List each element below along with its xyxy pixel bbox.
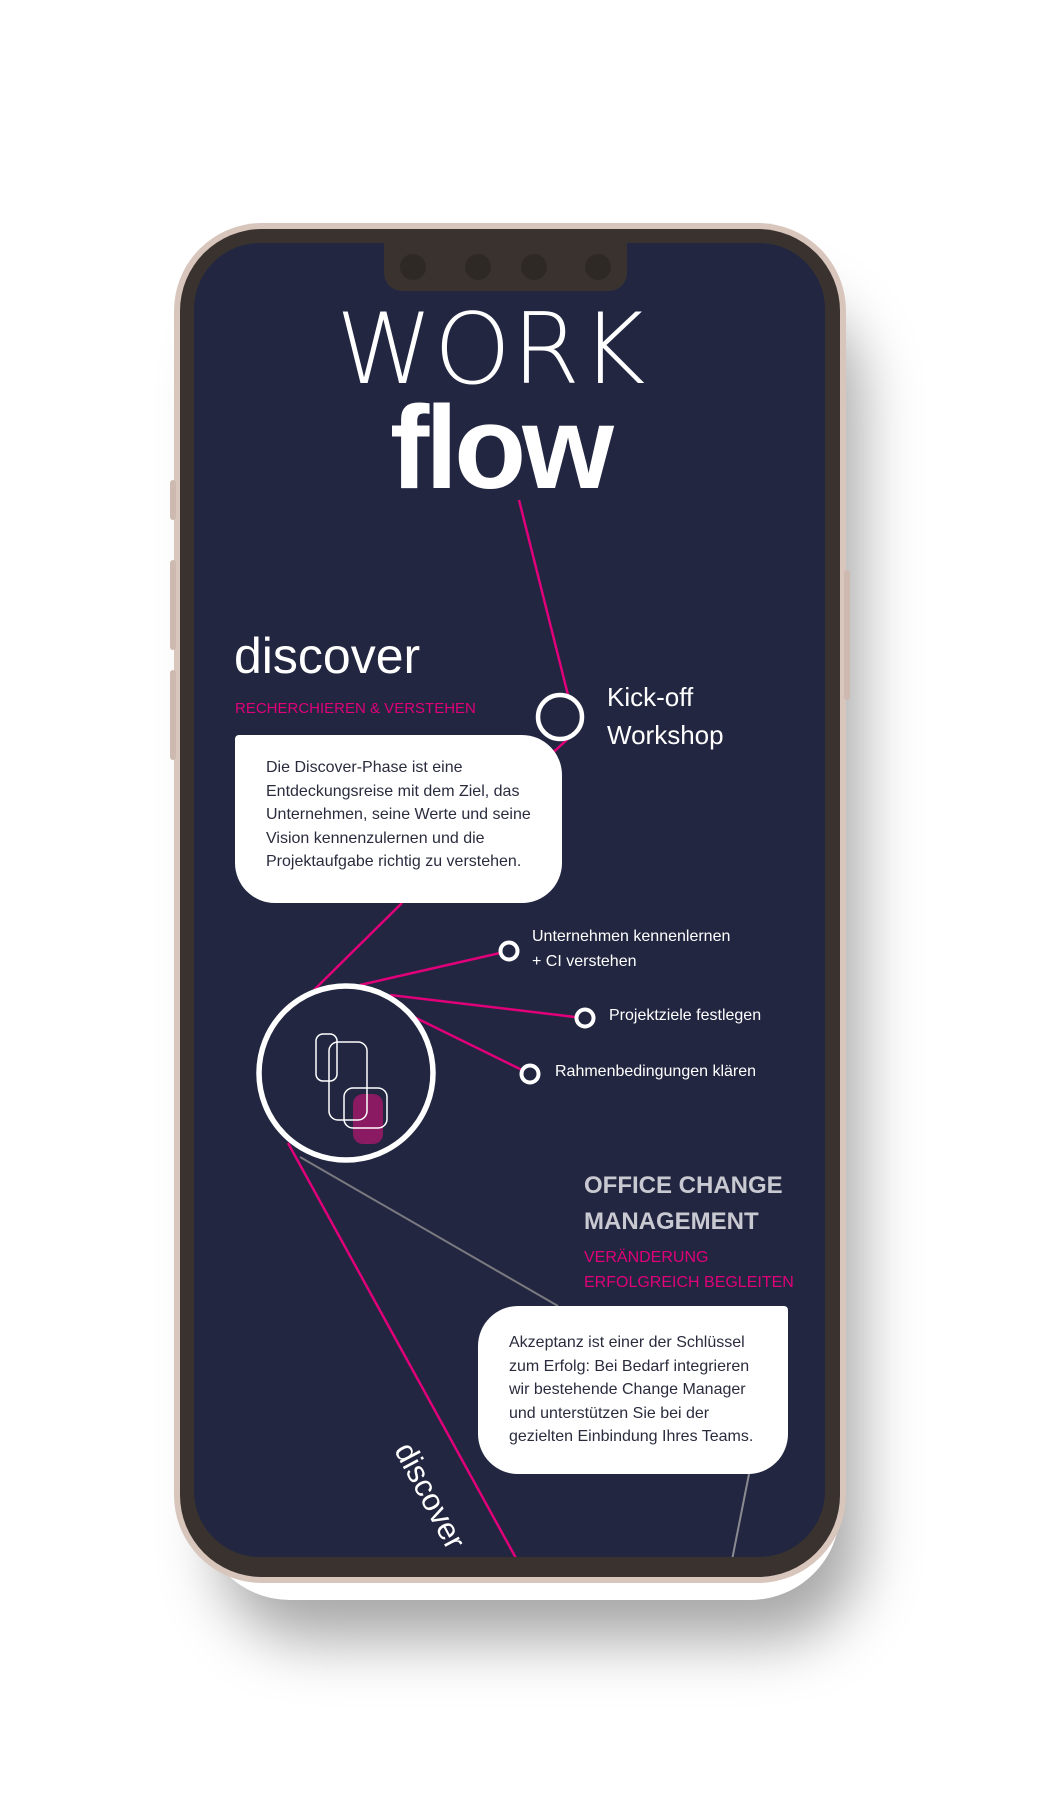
- discover-icon: [315, 1033, 388, 1144]
- office-change-subtitle: VERÄNDERUNG ERFOLGREICH BEGLEITEN: [584, 1245, 794, 1295]
- connector-step-2: [389, 993, 576, 1019]
- kickoff-milestone-circle: [535, 692, 585, 742]
- connector-hub-office: [299, 1156, 559, 1307]
- description-line: wir bestehende Change Manager: [509, 1381, 746, 1398]
- connector-step-3: [409, 1013, 523, 1072]
- step-3-label: Rahmenbedingungen klären: [555, 1063, 757, 1080]
- volume-up-button: [170, 560, 176, 650]
- step-2-label: Projektziele festlegen: [609, 1007, 762, 1024]
- step-2-dot: [574, 1007, 596, 1029]
- connector-step-1: [359, 951, 501, 987]
- camera-icon: [400, 254, 426, 280]
- office-change-heading: OFFICE CHANGE MANAGEMENT: [584, 1168, 783, 1240]
- description-line: Projektaufgabe richtig zu verstehen.: [266, 853, 522, 870]
- discover-hub-circle: [256, 983, 436, 1163]
- description-line: Die Discover-Phase ist eine: [266, 759, 463, 776]
- discover-subtitle: RECHERCHIEREN & VERSTEHEN: [235, 700, 476, 717]
- discover-description-card: Die Discover-Phase ist eine Entdeckungsr…: [235, 735, 562, 903]
- sensor-icon: [465, 254, 491, 280]
- title-work: WORK: [336, 293, 647, 407]
- office-heading-line-2: MANAGEMENT: [584, 1208, 759, 1235]
- description-line: und unterstützen Sie bei der: [509, 1404, 710, 1422]
- kickoff-label: Kick-off Workshop: [607, 678, 724, 754]
- connector-phase-line: [286, 1142, 519, 1557]
- step-1-line-1: Unternehmen kennenlernen: [532, 928, 731, 945]
- kickoff-line-1: Kick-off: [607, 682, 694, 712]
- kickoff-line-2: Workshop: [607, 720, 724, 750]
- volume-down-button: [170, 670, 176, 760]
- connector-box-hub: [313, 902, 403, 991]
- office-subtitle-line-2: ERFOLGREICH BEGLEITEN: [584, 1274, 794, 1291]
- office-heading-line-1: OFFICE CHANGE: [584, 1172, 783, 1199]
- step-1-label: Unternehmen kennenlernen + CI verstehen: [532, 924, 730, 974]
- office-change-description-card: Akzeptanz ist einer der Schlüssel zum Er…: [478, 1306, 788, 1474]
- step-1-dot: [498, 940, 520, 962]
- step-1-line-2: + CI verstehen: [532, 953, 637, 970]
- connector-office-down: [731, 1473, 750, 1557]
- office-subtitle-line-1: VERÄNDERUNG: [584, 1249, 709, 1266]
- side-button: [170, 480, 176, 520]
- description-line: zum Erfolg: Bei Bedarf integrieren: [509, 1357, 750, 1375]
- sensor-icon: [521, 254, 547, 280]
- description-line: Akzeptanz ist einer der Schlüssel: [509, 1334, 745, 1351]
- connector-title-kickoff: [517, 499, 570, 696]
- sensor-icon: [585, 254, 611, 280]
- discover-heading: discover: [234, 628, 421, 684]
- description-line: Unternehmen, seine Werte und seine: [266, 806, 531, 823]
- description-line: gezielten Einbindung Ihres Teams.: [509, 1428, 754, 1445]
- description-line: Entdeckungsreise mit dem Ziel, das: [266, 782, 520, 800]
- description-line: Vision kennenzulernen und die: [266, 829, 485, 847]
- title-flow: flow: [390, 382, 614, 514]
- power-button: [844, 570, 850, 700]
- step-3-dot: [519, 1063, 541, 1085]
